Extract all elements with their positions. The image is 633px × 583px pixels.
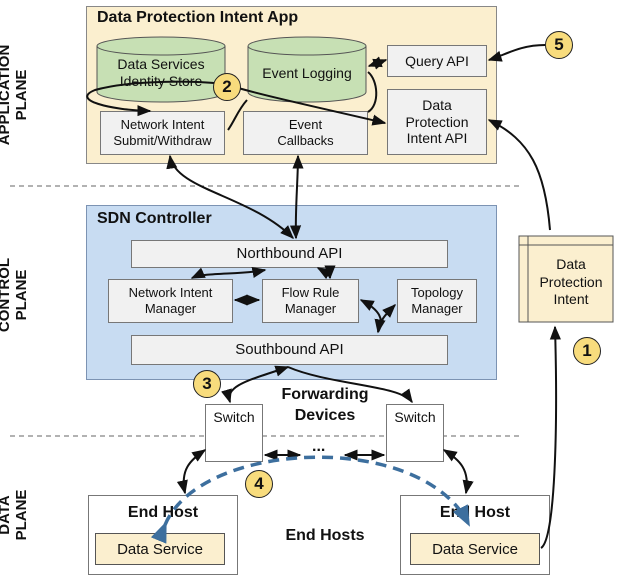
event-logging-database xyxy=(247,36,367,103)
southbound-api-box: Southbound API xyxy=(131,335,448,365)
arrow-sb-switch-right xyxy=(287,366,413,404)
arrow-submit-to-logging xyxy=(227,99,248,131)
query-api-box: Query API xyxy=(387,45,487,77)
arrow-northbound-ni xyxy=(190,266,267,279)
arrow-topo-sb xyxy=(374,304,396,334)
arrow-identity-to-dp-api xyxy=(227,84,387,126)
arrow-sb-switch-left xyxy=(221,365,290,404)
event-logging-label: Event Logging xyxy=(262,64,352,81)
flow-rule-manager-box: Flow Rule Manager xyxy=(262,279,359,323)
switch-right: Switch xyxy=(386,404,444,462)
arrow-flow-sb xyxy=(359,299,382,333)
forwarding-devices-label: Forwarding Devices xyxy=(281,386,369,424)
identity-store-database xyxy=(96,36,226,103)
arrow-identity-to-intent xyxy=(86,80,229,117)
arrow-submit-to-northbound xyxy=(166,154,294,239)
intent-document-label: Data Protection Intent xyxy=(539,256,603,307)
step-badge-5: 5 xyxy=(545,31,573,59)
step-badge-4: 4 xyxy=(245,470,273,498)
arrow-query-logging xyxy=(367,56,388,70)
intent-document-icon xyxy=(518,235,614,323)
network-intent-manager-box: Network Intent Manager xyxy=(108,279,233,323)
network-intent-submit-box: Network Intent Submit/Withdraw xyxy=(100,111,225,155)
arrow-intent-to-dp-api xyxy=(487,119,551,231)
arrow-northbound-flow xyxy=(316,265,336,280)
arrow-switch-host-right xyxy=(442,449,474,495)
app-title: Data Protection Intent App xyxy=(97,9,299,26)
northbound-api-box: Northbound API xyxy=(131,240,448,268)
arrow-callbacks-to-logging xyxy=(367,71,378,113)
arrow-host-to-intent xyxy=(540,325,561,549)
switch-left: Switch xyxy=(205,404,263,462)
protected-flow-arrow xyxy=(150,455,470,544)
step-badge-1: 1 xyxy=(573,337,601,365)
arrow-badge5-to-query xyxy=(487,44,546,62)
switch-ellipsis: ... xyxy=(312,438,326,455)
topology-manager-box: Topology Manager xyxy=(397,279,477,323)
arrow-switch-host-left xyxy=(176,449,207,495)
dp-intent-api-box: Data Protection Intent API xyxy=(387,89,487,155)
step-badge-3: 3 xyxy=(193,370,221,398)
arrow-callbacks-to-northbound xyxy=(289,154,304,240)
step-badge-2: 2 xyxy=(213,73,241,101)
event-callbacks-box: Event Callbacks xyxy=(243,111,368,155)
